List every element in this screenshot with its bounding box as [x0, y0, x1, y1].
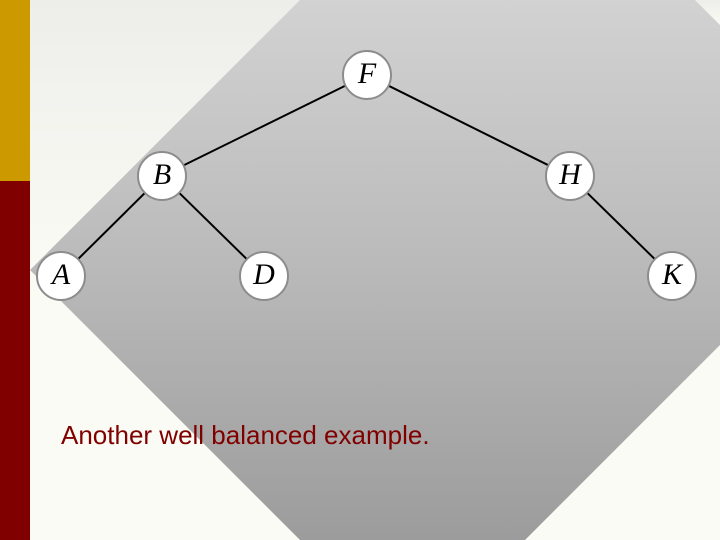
slide-background — [30, 0, 720, 540]
background-corner-top-right — [695, 0, 720, 25]
tree-node-label: H — [558, 158, 583, 191]
background-corner-top-left — [30, 0, 300, 270]
tree-node-h: H — [545, 151, 595, 201]
tree-node-label: K — [661, 258, 684, 291]
accent-bar-gold — [0, 0, 30, 181]
background-corner-bottom-right — [525, 345, 720, 540]
tree-node-b: B — [137, 151, 187, 201]
accent-bar-maroon — [0, 181, 30, 540]
tree-edge-b-d — [178, 192, 248, 260]
tree-node-circle — [545, 151, 595, 201]
tree-node-circle — [342, 50, 392, 100]
tree-node-label: F — [357, 57, 377, 90]
tree-edge-f-h — [388, 84, 549, 167]
tree-node-label: B — [153, 158, 171, 191]
tree-node-label: D — [252, 258, 275, 291]
tree-edge-h-k — [586, 192, 656, 260]
tree-edge-b-a — [77, 192, 146, 260]
tree-node-a: A — [36, 251, 86, 301]
tree-node-f: F — [342, 50, 392, 100]
tree-node-circle — [647, 251, 697, 301]
tree-node-d: D — [239, 251, 289, 301]
tree-edge-f-b — [183, 84, 346, 167]
tree-node-circle — [36, 251, 86, 301]
tree-edges — [77, 84, 656, 260]
tree-node-circle — [137, 151, 187, 201]
tree-node-k: K — [647, 251, 697, 301]
background-corner-bottom-left — [30, 270, 300, 540]
tree-nodes: F B H A D K — [36, 50, 697, 301]
tree-node-circle — [239, 251, 289, 301]
tree-node-label: A — [50, 258, 71, 291]
caption-text: Another well balanced example. — [61, 420, 430, 450]
